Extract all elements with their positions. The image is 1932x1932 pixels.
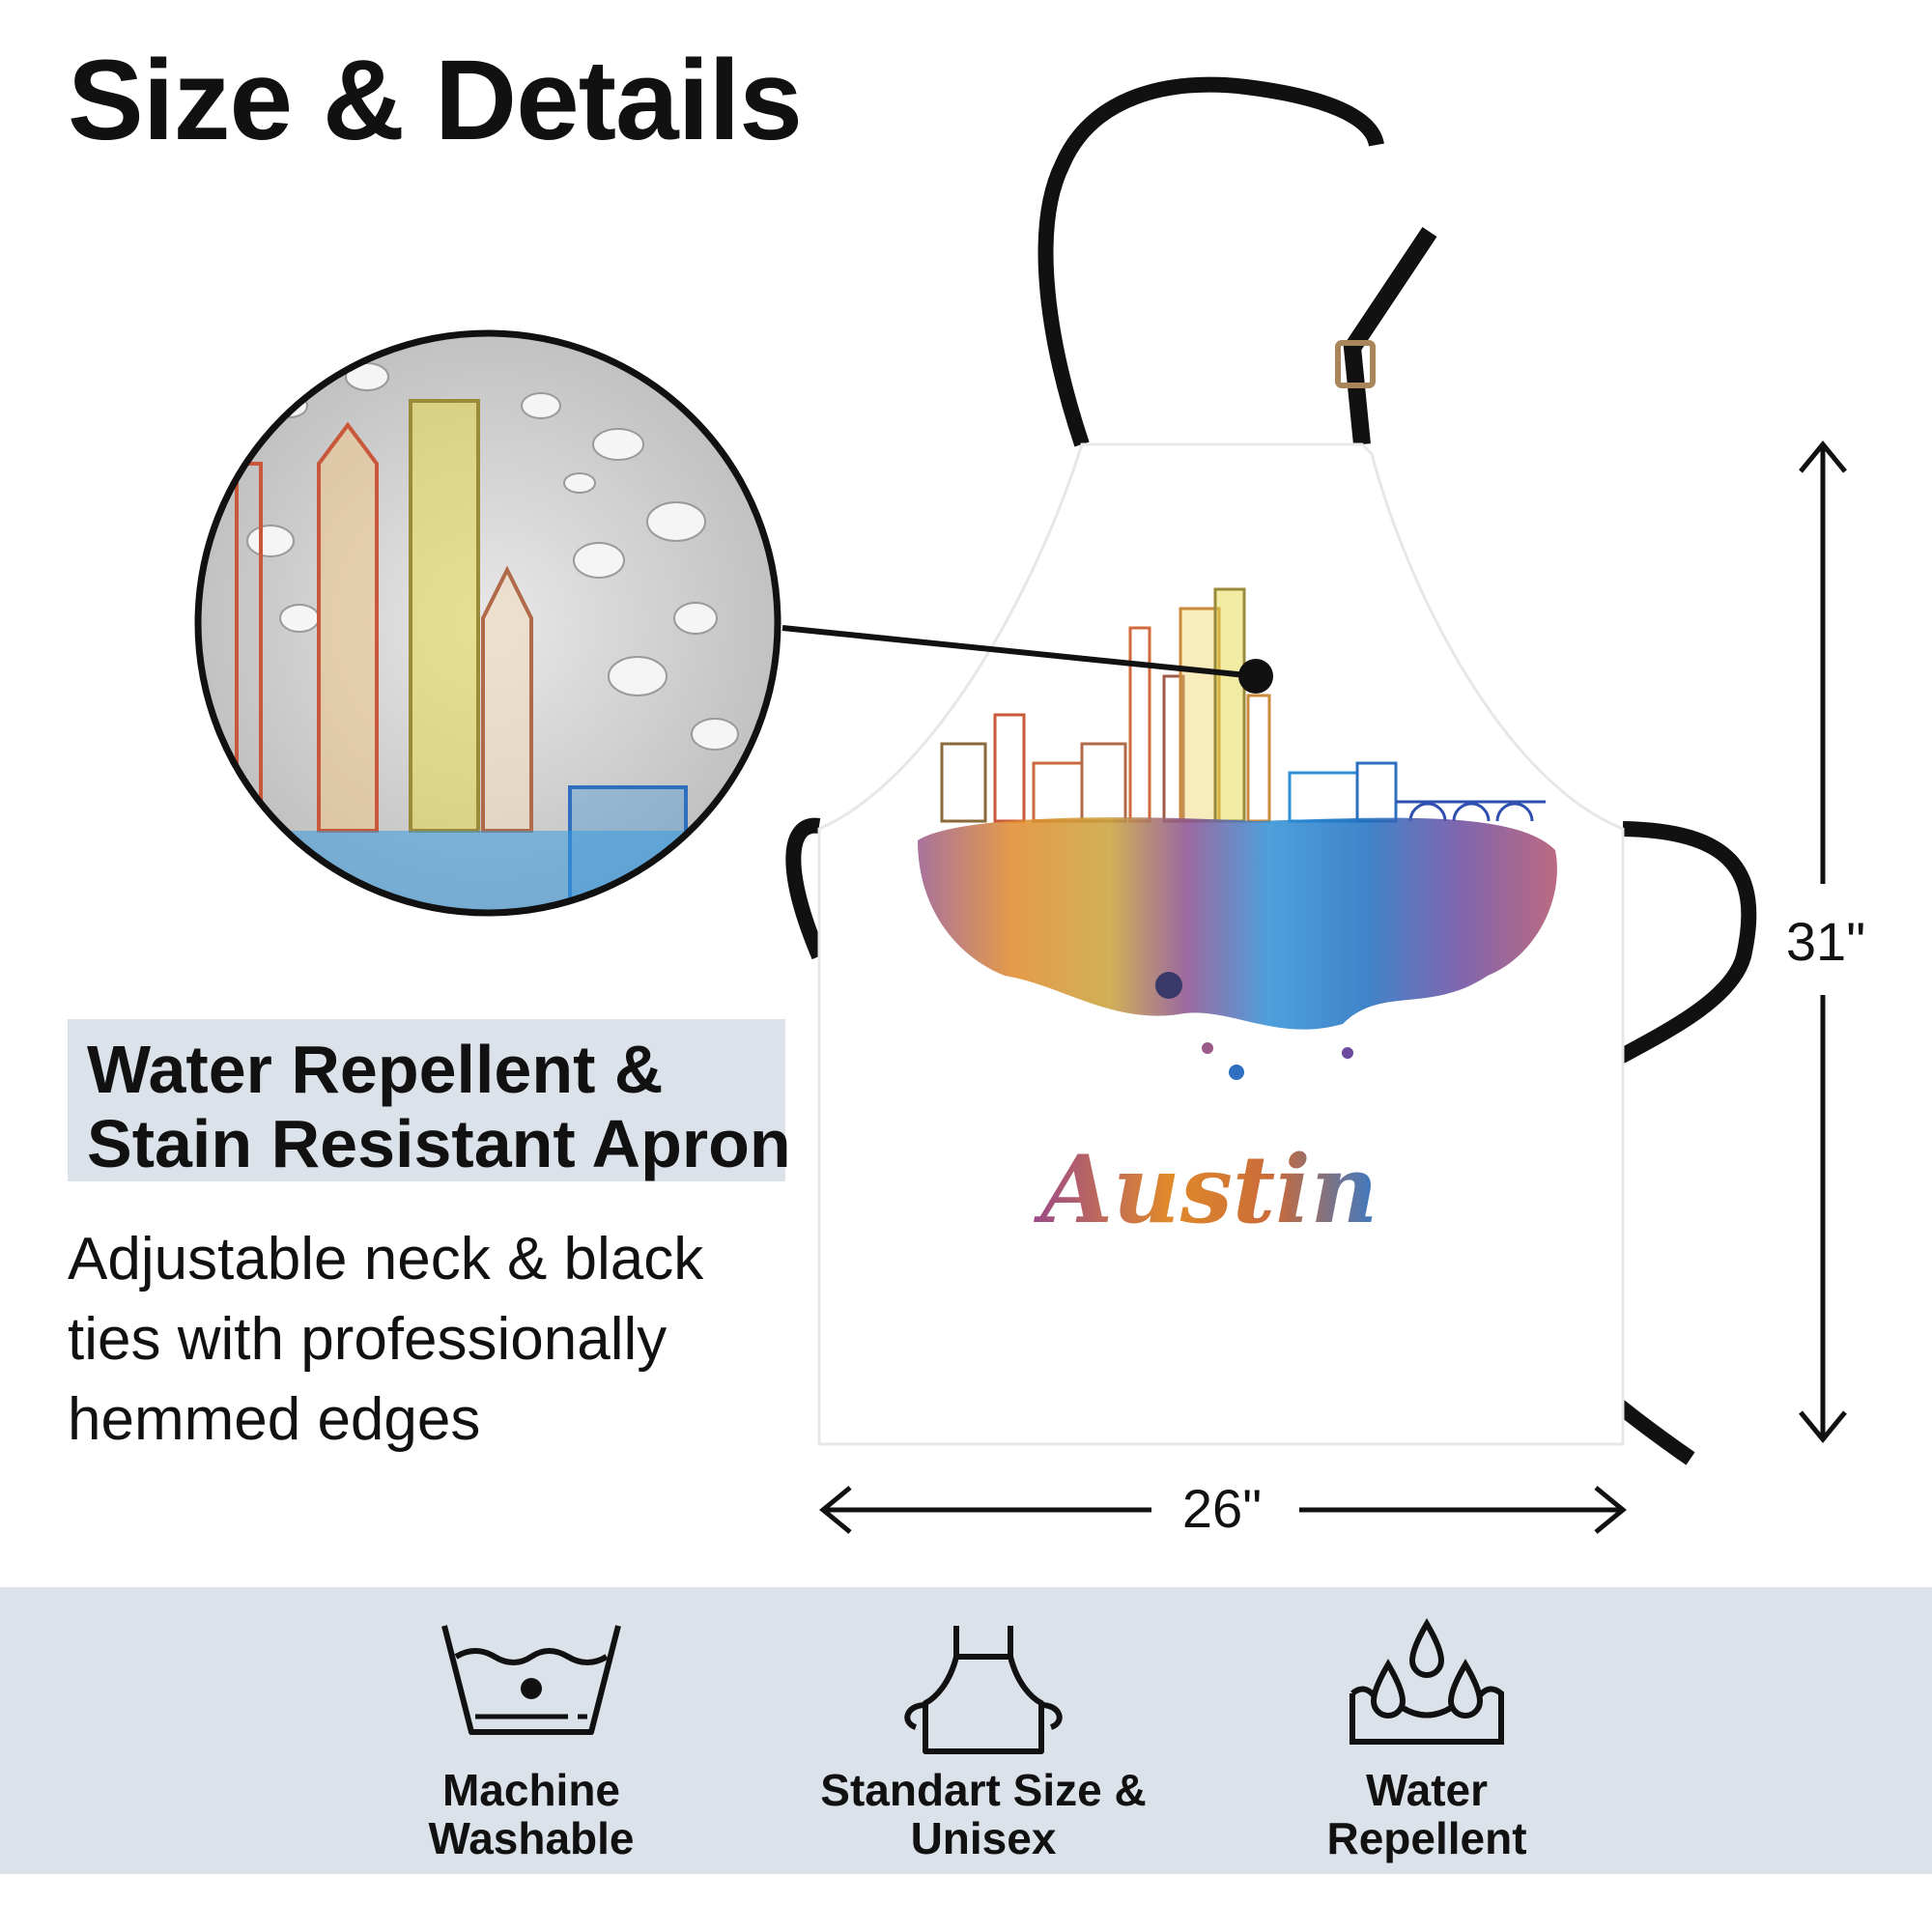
machine-wash-icon xyxy=(441,1625,621,1735)
product-illustration: Austin xyxy=(194,76,1847,1534)
height-arrow xyxy=(1799,440,1847,1443)
description-line: Adjustable neck & black xyxy=(68,1226,704,1293)
zoom-connector xyxy=(781,625,1257,679)
feature-label-line: Washable xyxy=(428,1813,635,1863)
feature-label-line: Machine xyxy=(441,1765,621,1815)
feature-label-line: Water xyxy=(1365,1765,1489,1815)
height-dimension: 31" xyxy=(1785,911,1866,972)
apron-icon xyxy=(904,1626,1063,1754)
description-line: hemmed edges xyxy=(68,1386,481,1453)
feature-callout: Water Repellent & Stain Resistant Apron xyxy=(68,1019,791,1181)
description: Adjustable neck & black ties with profes… xyxy=(68,1219,802,1460)
zoom-point xyxy=(1238,659,1273,694)
feature-machine-washable: Machine Washable xyxy=(328,1587,734,1874)
callout-line: Water Repellent & xyxy=(87,1032,664,1107)
width-arrow xyxy=(819,1486,1627,1534)
feature-standard-size: Standart Size & Unisex xyxy=(781,1587,1186,1874)
page-title: Size & Details xyxy=(68,37,803,164)
strap-buckle-icon xyxy=(1335,340,1376,388)
description-line: ties with professionally xyxy=(68,1306,668,1373)
water-drops-icon xyxy=(1350,1618,1504,1745)
feature-label-line: Unisex xyxy=(910,1813,1057,1863)
neck-strap xyxy=(1037,76,1437,447)
feature-label-line: Standart Size & xyxy=(820,1765,1147,1815)
width-dimension: 26" xyxy=(1181,1478,1263,1539)
feature-label: Water Repellent xyxy=(1224,1766,1630,1862)
feature-label: Standart Size & Unisex xyxy=(781,1766,1186,1862)
fabric-closeup xyxy=(198,333,778,913)
closeup-ring xyxy=(194,329,781,917)
feature-label-line: Repellent xyxy=(1326,1813,1527,1863)
callout-line: Stain Resistant Apron xyxy=(87,1106,791,1181)
features-panel: Machine Washable Standart Size & Unisex … xyxy=(0,1587,1932,1874)
austin-print-text: Austin xyxy=(1034,1135,1378,1244)
feature-label: Machine Washable xyxy=(328,1766,734,1862)
feature-water-repellent: Water Repellent xyxy=(1224,1587,1630,1874)
skyline-print xyxy=(918,587,1557,1080)
